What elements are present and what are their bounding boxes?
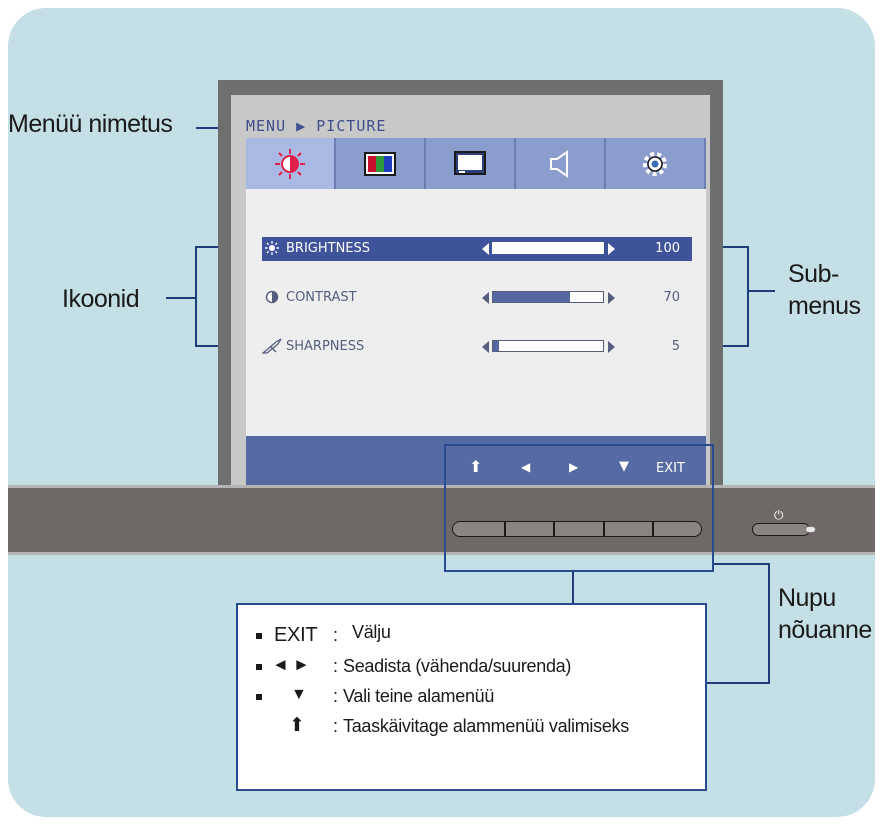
tip-arrows-separator: :	[333, 656, 338, 676]
power-icon: ⏻	[774, 508, 784, 522]
submenus-label: Sub- menus	[788, 260, 861, 320]
sharpness-icon	[262, 338, 282, 354]
tip-up-key: ⬆	[289, 715, 305, 736]
tip-exit-text: Välju	[352, 622, 391, 642]
icons-bracket	[195, 246, 197, 347]
tab-color[interactable]	[336, 138, 426, 189]
tip-down-text: Vali teine alamenüü	[343, 686, 495, 706]
right-arrow-icon: ▶	[569, 460, 579, 474]
color-bars-icon	[364, 151, 396, 176]
tip-down-key: ▼	[291, 686, 307, 703]
contrast-label: CONTRAST	[286, 290, 357, 305]
increase-arrow-icon	[608, 243, 615, 255]
tip-up-text: Taaskäivitage alammenüü valimiseks	[343, 716, 629, 736]
tab-settings[interactable]	[606, 138, 706, 189]
button-tips-box	[236, 603, 707, 791]
tip-connector-line	[572, 572, 574, 603]
bullet	[256, 664, 262, 670]
monitor-bezel-strip	[8, 485, 875, 555]
osd-submenu-panel	[246, 189, 706, 436]
button-tip-leader-top	[714, 563, 770, 565]
submenu-row-contrast[interactable]: CONTRAST 70	[262, 286, 692, 310]
contrast-slider[interactable]	[492, 291, 604, 303]
submenus-bracket-top	[722, 246, 749, 248]
bullet	[256, 694, 262, 700]
up-arrow-icon: ⬆	[469, 457, 483, 476]
left-arrow-icon: ◀	[521, 460, 531, 474]
exit-label: EXIT	[656, 461, 685, 476]
speaker-icon	[550, 149, 568, 178]
increase-arrow-icon	[608, 292, 615, 304]
menu-name-leader	[196, 127, 230, 129]
submenu-row-sharpness[interactable]: SHARPNESS 5	[262, 335, 692, 359]
tip-arrows-key: ◄ ►	[272, 655, 310, 674]
icons-leader	[166, 297, 196, 299]
tab-picture[interactable]	[246, 138, 336, 189]
contrast-slider-fill	[493, 292, 570, 302]
icons-bracket-bottom	[195, 345, 225, 347]
osd-breadcrumb: MENU ▶ PICTURE	[246, 117, 387, 135]
tip-exit-separator: :	[333, 625, 338, 645]
tab-display[interactable]	[426, 138, 516, 189]
sharpness-label: SHARPNESS	[286, 339, 365, 354]
sun-icon	[265, 241, 279, 255]
button-tip-leader-vertical	[768, 563, 770, 684]
decrease-arrow-icon	[482, 292, 489, 304]
down-arrow-icon: ▼	[619, 459, 629, 474]
sharpness-slider[interactable]	[492, 340, 604, 352]
submenus-leader	[747, 290, 775, 292]
submenus-bracket-bottom	[722, 345, 749, 347]
icons-bracket-top	[195, 246, 225, 248]
front-button-bar	[452, 521, 702, 537]
submenus-bracket	[747, 246, 749, 347]
display-position-icon	[454, 150, 486, 175]
tip-down-separator: :	[333, 686, 338, 706]
gear-icon	[643, 151, 667, 176]
power-led	[805, 526, 816, 533]
menu-name-label: Menüü nimetus	[8, 110, 173, 138]
sharpness-value: 5	[671, 339, 680, 354]
sharpness-slider-fill	[493, 341, 499, 351]
tip-exit-key: EXIT	[274, 624, 318, 646]
brightness-slider[interactable]	[492, 242, 604, 254]
submenu-row-brightness[interactable]: BRIGHTNESS 100	[262, 237, 692, 261]
brightness-slider-fill	[493, 243, 603, 253]
icons-label: Ikoonid	[62, 285, 140, 313]
brightness-contrast-icon	[275, 148, 305, 179]
bullet	[256, 633, 262, 639]
increase-arrow-icon	[608, 341, 615, 353]
contrast-icon	[265, 290, 279, 304]
tip-arrows-text: Seadista (vähenda/suurenda)	[343, 656, 572, 676]
brightness-value: 100	[655, 241, 680, 256]
button-tip-leader-bottom	[707, 682, 770, 684]
power-button[interactable]	[752, 523, 810, 536]
contrast-value: 70	[663, 290, 680, 305]
tab-audio[interactable]	[516, 138, 606, 189]
tip-up-separator: :	[333, 716, 338, 736]
brightness-label: BRIGHTNESS	[286, 241, 371, 256]
button-tip-label: Nupu nõuanne	[778, 584, 872, 644]
decrease-arrow-icon	[482, 243, 489, 255]
decrease-arrow-icon	[482, 341, 489, 353]
button-highlight-box	[444, 444, 714, 572]
